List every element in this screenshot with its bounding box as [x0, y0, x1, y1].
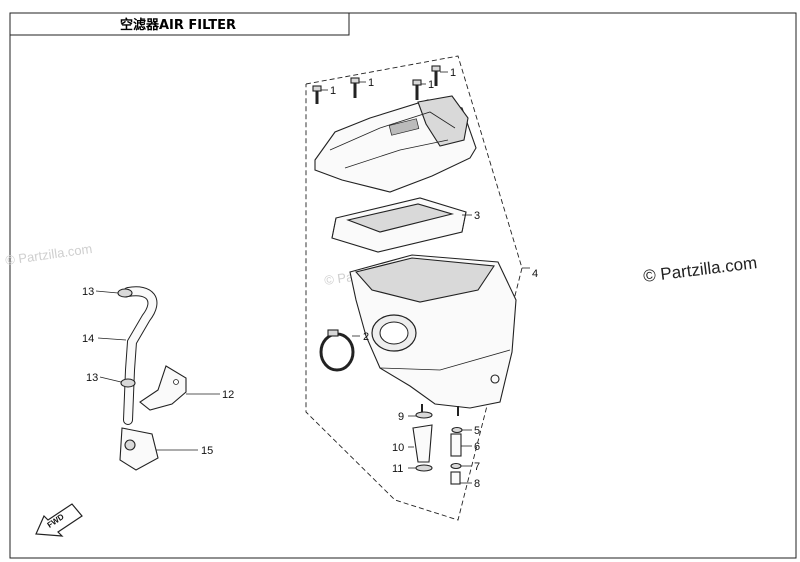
watermark-main: © Partzilla.com	[642, 253, 758, 286]
bolt-icon	[312, 85, 322, 104]
callout-label: 1	[368, 77, 374, 89]
callout-label: 9	[398, 411, 404, 423]
callout-label: 1	[428, 79, 434, 91]
air-filter-element	[331, 197, 467, 253]
small-tube	[450, 433, 462, 457]
breather-hose	[123, 286, 158, 425]
callout-label: 7	[474, 461, 480, 473]
callout-label: 12	[222, 389, 234, 401]
drain-tube	[412, 424, 433, 463]
callout-label: 6	[474, 441, 480, 453]
air-filter-cover	[314, 95, 477, 193]
callout-label: 4	[532, 268, 538, 280]
bolt-icon	[431, 65, 441, 86]
callout-label: 10	[392, 442, 404, 454]
small-clip	[451, 426, 463, 434]
air-box-housing	[349, 254, 517, 416]
callout-label: 15	[201, 445, 213, 457]
bolt-icon	[350, 77, 360, 98]
drain-plug	[450, 471, 461, 485]
hose-clip	[117, 288, 133, 298]
callout-labels: 1 1 1 1 2 3 4 5 6 7 8 9 10 11 12 13 13 1…	[82, 67, 538, 490]
callout-label: 5	[474, 425, 480, 437]
hose-clip	[120, 378, 136, 388]
watermark-faint-left: © Partzilla.com	[4, 241, 93, 268]
drain-clip	[415, 411, 433, 419]
fwd-arrow-icon: FWD	[35, 503, 83, 537]
callout-label: 13	[82, 286, 94, 298]
callout-label: 1	[330, 85, 336, 97]
callout-label: 14	[82, 333, 94, 345]
breather-valve	[119, 427, 159, 471]
assembly-boundary	[305, 55, 523, 521]
hose-clamp-icon	[319, 329, 355, 372]
callout-label: 1	[450, 67, 456, 79]
title-box	[9, 12, 350, 36]
mounting-bracket	[139, 365, 187, 411]
small-clip	[450, 462, 462, 470]
callout-label: 3	[474, 210, 480, 222]
bolt-icon	[412, 79, 422, 100]
leader-lines	[95, 71, 530, 484]
diagram-title: 空滤器AIR FILTER	[120, 17, 236, 33]
callout-label: 11	[392, 463, 403, 475]
drain-clip	[415, 464, 433, 472]
callout-label: 2	[363, 331, 369, 343]
callout-label: 8	[474, 478, 480, 490]
diagram-frame	[9, 12, 797, 559]
callout-label: 13	[86, 372, 98, 384]
